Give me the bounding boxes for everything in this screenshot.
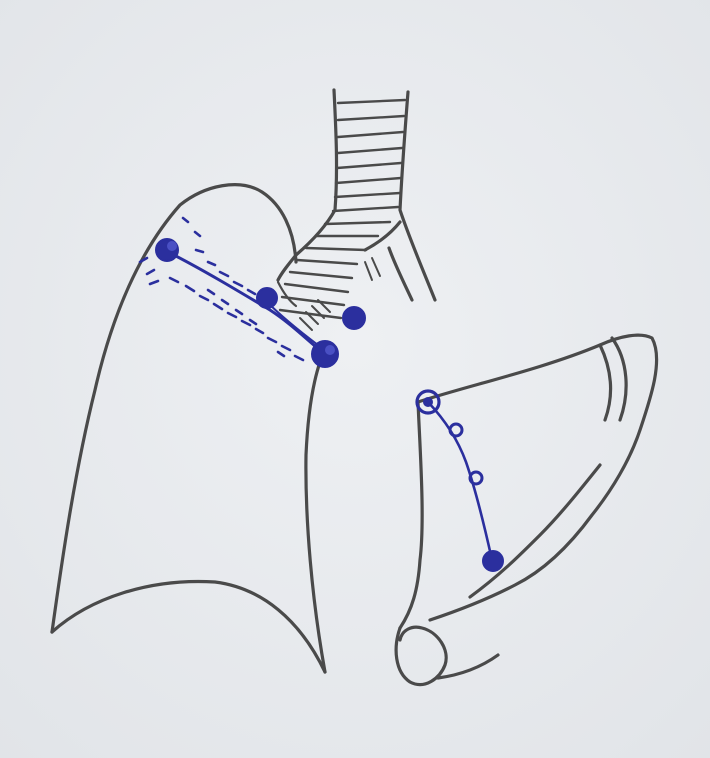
chain-dot-4 [483, 551, 503, 571]
node-dot-hilum [312, 341, 338, 367]
node-dot-bronchus [343, 307, 365, 329]
node-dot-middle [257, 288, 277, 308]
